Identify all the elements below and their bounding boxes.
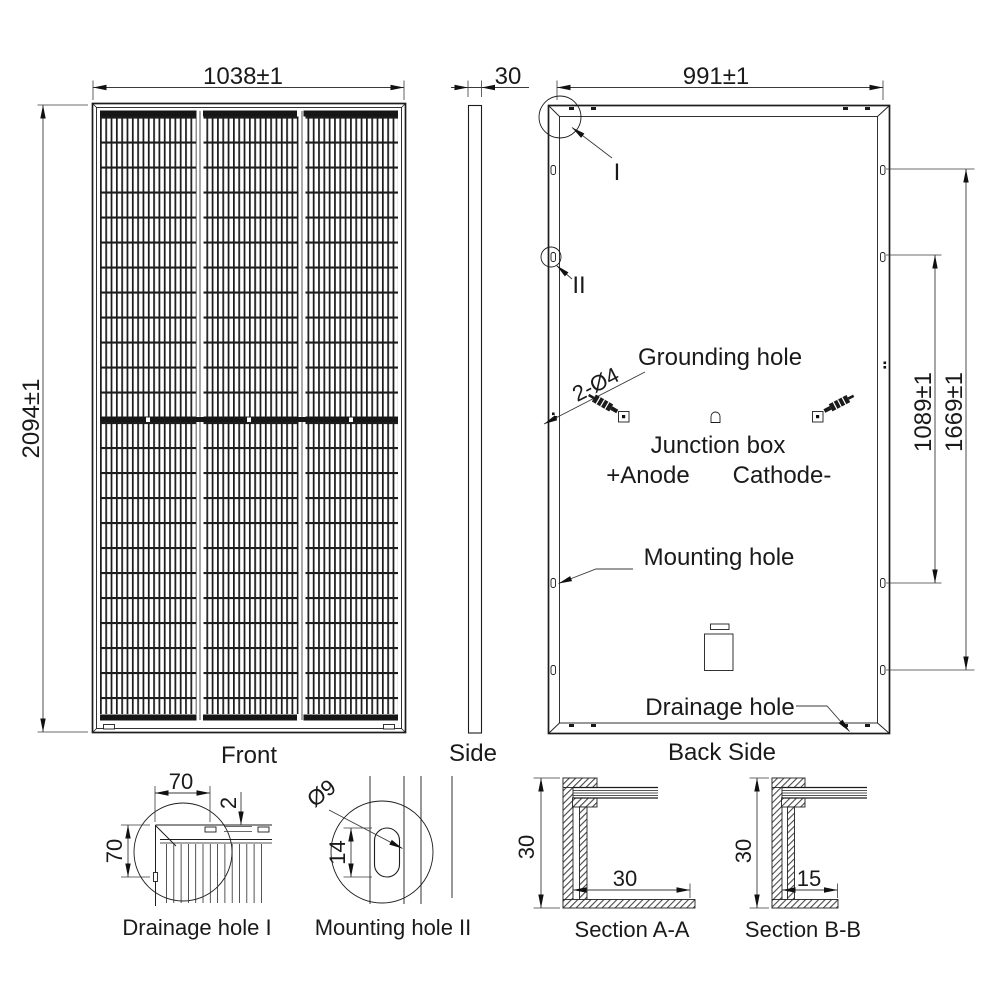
dim-drainage-height: 70	[102, 824, 150, 878]
dim-aa-height-value: 30	[514, 835, 539, 859]
dim-drainage-width-value: 70	[169, 769, 193, 794]
dim-front-width: 1038±1	[92, 63, 405, 100]
section-bb-label: Section B-B	[745, 917, 861, 942]
front-cell-grid-top	[100, 116, 398, 418]
dim-side-thickness-value: 30	[495, 63, 522, 90]
cathode-label: Cathode-	[733, 462, 832, 489]
dim-bb-depth-value: 15	[797, 866, 821, 891]
aa-glass-stack	[573, 786, 658, 799]
detail-drainage-hole-i: 70 2 70 Drainage hole I	[102, 769, 272, 940]
side-view	[467, 104, 483, 734]
dim-aa-height: 30	[514, 777, 560, 909]
side-view-label: Side	[449, 740, 497, 767]
dim-drainage-gap: 2	[216, 792, 252, 832]
drainage-hole-leader	[796, 705, 850, 732]
detail-i-leader	[571, 127, 613, 159]
bb-top-flange	[771, 777, 806, 788]
detail-circle-ii	[540, 246, 562, 268]
back-frame-inner	[559, 116, 878, 724]
aa-outer-wall	[562, 777, 574, 909]
mounting-hole-label: Mounting hole	[644, 544, 795, 571]
drainage-hole-label: Drainage hole	[645, 694, 794, 721]
dim-mount-span-value: 1089±1	[910, 372, 937, 452]
anode-connector	[588, 393, 630, 423]
aa-inner-wall	[579, 806, 588, 909]
front-drainage-slot	[103, 724, 115, 730]
anode-label: +Anode	[606, 462, 689, 489]
mounting-diameter-leader	[328, 809, 403, 849]
front-drainage-slot	[383, 724, 395, 730]
back-frame-outer	[547, 104, 891, 735]
dim-drainage-width: 70	[154, 769, 211, 822]
dim-aa-depth: 30	[573, 866, 691, 898]
front-view-label: Front	[221, 742, 277, 769]
section-aa-label: Section A-A	[575, 917, 690, 942]
dim-bb-height: 30	[731, 777, 769, 909]
detail-mounting-hole-ii: Ø9 14 Mounting hole II	[302, 774, 471, 940]
cathode-connector	[812, 394, 855, 423]
section-bb: 30 15 Section B-B	[731, 777, 867, 942]
grounding-hole-label: Grounding hole	[638, 344, 802, 371]
dim-back-hole-spans: 1089±1 1669±1	[886, 168, 975, 671]
detail-ii-leader	[556, 265, 573, 280]
front-column-dividers	[199, 111, 303, 720]
back-view-label: Back Side	[668, 739, 776, 766]
dim-mounting-length-value: 14	[325, 840, 350, 864]
aa-glass-support	[572, 797, 598, 808]
back-mounting-slots	[550, 165, 886, 675]
bb-glass-stack	[782, 786, 867, 799]
back-frame-miters	[548, 105, 890, 734]
drainage-slot-detail	[257, 826, 270, 833]
front-busbars	[100, 110, 398, 721]
dim-back-width: 991±1	[556, 63, 884, 100]
junction-box-port	[710, 411, 721, 423]
front-view	[91, 102, 407, 734]
front-cell-grid-bottom	[100, 422, 398, 714]
detail-drainage-corner	[155, 824, 272, 906]
dim-drainage-height-value: 70	[102, 839, 127, 863]
aa-top-flange	[562, 777, 598, 788]
section-aa: 30 30 Section A-A	[514, 777, 696, 942]
dim-side-thickness: 30	[451, 63, 529, 97]
bb-bottom-flange	[771, 899, 839, 909]
bb-glass-support	[781, 797, 806, 808]
detail-mounting-label: Mounting hole II	[315, 915, 472, 940]
dim-back-width-value: 991±1	[683, 63, 750, 90]
dim-bb-depth: 15	[782, 866, 838, 898]
bb-inner-wall	[787, 806, 795, 909]
detail-circle-i	[538, 95, 582, 139]
nameplate	[704, 623, 734, 671]
bb-outer-wall	[771, 777, 783, 909]
dim-mounting-length: 14	[325, 827, 372, 878]
detail-mounting-profile-lines	[369, 776, 453, 904]
dim-front-height-value: 2094±1	[18, 379, 45, 459]
side-drain-slot-detail	[153, 872, 158, 882]
detail-mounting-circle	[330, 800, 434, 904]
dim-bb-height-value: 30	[731, 839, 756, 863]
dim-front-height: 2094±1	[18, 104, 88, 733]
detail-i-marker: I	[614, 159, 621, 186]
aa-bottom-flange	[562, 899, 696, 909]
front-frame-miters	[92, 103, 406, 733]
detail-drainage-cell-lines	[166, 844, 262, 903]
mounting-hole-leader	[558, 568, 633, 584]
dim-drainage-gap-value: 2	[216, 797, 241, 809]
junction-box-label: Junction box	[651, 432, 786, 459]
front-frame-inner	[96, 107, 402, 729]
detail-drainage-label: Drainage hole I	[122, 915, 271, 940]
drainage-slot-detail	[204, 826, 217, 833]
dim-aa-depth-value: 30	[613, 866, 637, 891]
side-profile	[467, 104, 483, 734]
detail-ii-marker: II	[572, 272, 585, 299]
dim-front-width-value: 1038±1	[203, 63, 283, 90]
dim-hole-span-value: 1669±1	[941, 372, 968, 452]
back-view: I II Grounding hole 2-Ø4 Junction box +A…	[538, 95, 891, 735]
